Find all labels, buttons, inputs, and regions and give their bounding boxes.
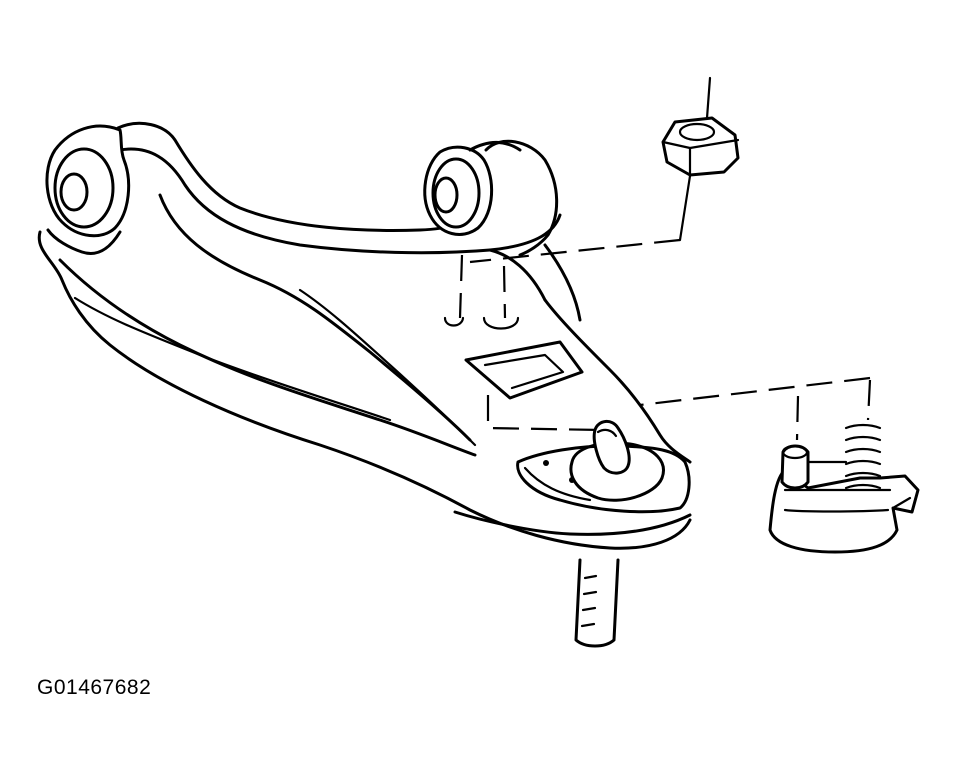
control-arm — [37, 121, 692, 550]
ball-joint — [516, 420, 691, 648]
mounting-holes — [443, 316, 520, 330]
nut — [661, 76, 740, 242]
front-bushing — [45, 124, 131, 238]
figure-code-label: G01467682 — [37, 676, 152, 699]
rear-bushing — [423, 139, 582, 322]
assembly-lines — [458, 238, 872, 441]
bolt-retainer — [768, 423, 920, 554]
arm-window — [464, 340, 584, 400]
